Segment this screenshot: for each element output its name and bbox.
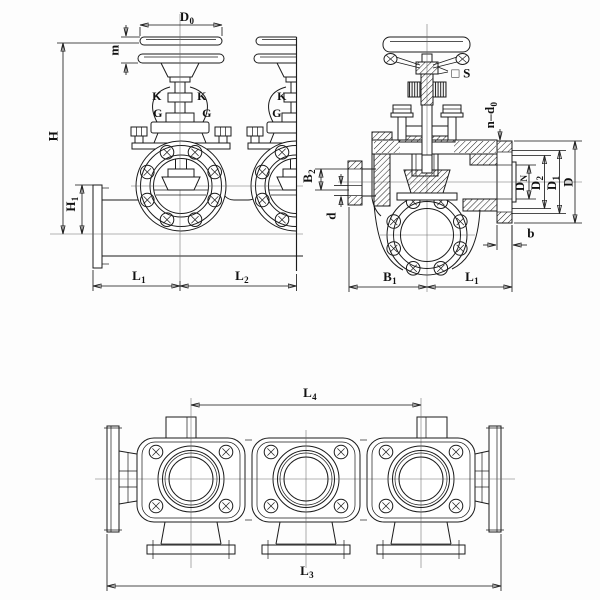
dim-label-DN: DN — [512, 174, 529, 192]
handwheel-rim-lower — [137, 53, 225, 64]
dim-label-stem-square-S: □ S — [451, 65, 471, 81]
plan-body1-tab — [165, 416, 197, 439]
section-bowl-rings — [386, 194, 468, 276]
dim-label-B1: B1 — [383, 269, 397, 286]
dim-label-L4: L4 — [303, 385, 317, 402]
dim-DN — [516, 164, 536, 200]
dim-label-L1-front: L1 — [132, 268, 146, 285]
valve1-flange-bolts — [140, 145, 222, 227]
yoke-arc-right — [189, 86, 208, 123]
dim-H — [57, 42, 139, 234]
dim-L2 — [180, 274, 297, 291]
plan-body3-tab — [416, 416, 448, 439]
dim-label-H1: H1 — [63, 196, 80, 212]
dim-label-b: b — [527, 225, 535, 241]
dim-D2 — [512, 155, 551, 209]
close-mark-G-left: G — [153, 106, 163, 120]
dim-D — [514, 140, 582, 224]
plan-view — [95, 398, 515, 591]
dim-D0 — [139, 25, 223, 36]
gland-bolt-right — [440, 104, 464, 141]
dim-label-D0: D0 — [179, 9, 195, 26]
dim-H1 — [75, 184, 93, 234]
yoke-arc-left — [152, 86, 171, 123]
dim-B2 — [315, 168, 349, 191]
valve1-handwheel-and-bonnet — [130, 36, 232, 150]
dim-label-D1: D1 — [544, 175, 561, 191]
dim-d — [334, 174, 348, 207]
plan-body-details — [141, 441, 471, 519]
dim-label-n-d0: n–d0 — [482, 101, 499, 129]
dim-label-L2: L2 — [235, 268, 249, 285]
dim-label-m: m — [106, 44, 122, 56]
dim-label-L3: L3 — [300, 563, 314, 580]
dim-label-B2: B2 — [300, 169, 317, 183]
dim-m — [121, 25, 140, 75]
open-mark-K-right: K — [197, 89, 207, 103]
dim-L3 — [106, 534, 502, 591]
dim-label-H: H — [45, 130, 61, 142]
valve2-flange-bolts — [254, 145, 297, 227]
dim-label-D2: D2 — [528, 175, 545, 191]
section-left-outlet-flange — [347, 160, 376, 206]
open-mark-K-valve2: K — [277, 89, 287, 103]
dim-D1 — [512, 150, 566, 214]
dim-label-L1-section: L1 — [465, 269, 479, 286]
gland-bolt-left — [390, 104, 414, 141]
dim-label-D: D — [560, 177, 576, 187]
close-mark-G-valve2: G — [272, 106, 282, 120]
handwheel-rim-upper — [139, 36, 223, 46]
dim-label-d: d — [323, 212, 339, 220]
valve2-half — [246, 36, 297, 150]
open-mark-K-left: K — [152, 89, 162, 103]
section-body-walls — [371, 131, 498, 217]
valve-disc-seat — [396, 154, 458, 201]
close-mark-G-right: G — [202, 106, 212, 120]
dim-B1-L1 — [348, 207, 513, 292]
section-view — [315, 24, 582, 292]
front-view — [50, 14, 303, 291]
dim-b — [483, 225, 527, 250]
